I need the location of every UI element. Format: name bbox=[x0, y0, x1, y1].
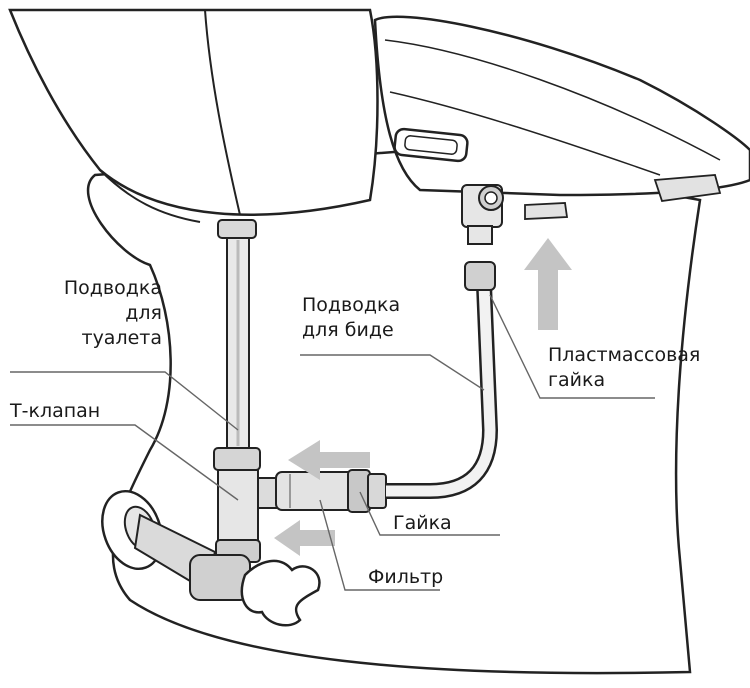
label-bidet-supply-line1: Подводка bbox=[302, 294, 401, 316]
label-toilet-supply-line1: Подводка bbox=[63, 277, 162, 299]
toilet-pedestal bbox=[86, 148, 702, 675]
leader-lines bbox=[10, 294, 655, 591]
label-plastic-nut: Пластмассовая гайка bbox=[548, 343, 700, 393]
arrow-left-bottom bbox=[274, 520, 335, 556]
label-filter: Фильтр bbox=[368, 566, 444, 588]
valve-handle bbox=[240, 559, 321, 627]
arrow-left-top bbox=[288, 440, 370, 480]
flow-arrows bbox=[274, 238, 572, 556]
toilet-supply-pipe bbox=[217, 219, 257, 449]
label-plastic-nut-line2: гайка bbox=[548, 369, 606, 391]
seat-inlet-connector bbox=[461, 184, 504, 245]
label-toilet-supply: Подводка для туалета bbox=[0, 276, 162, 351]
filter-assembly bbox=[275, 469, 387, 513]
label-toilet-supply-line3: туалета bbox=[81, 327, 163, 349]
bidet-seat bbox=[373, 15, 750, 197]
label-bidet-supply: Подводка для биде bbox=[302, 293, 400, 343]
label-nut: Гайка bbox=[393, 512, 452, 534]
label-toilet-supply-line2: для bbox=[125, 302, 162, 324]
toilet-bowl bbox=[8, 8, 379, 216]
angle-valve bbox=[101, 489, 321, 627]
label-plastic-nut-line1: Пластмассовая bbox=[548, 344, 701, 366]
label-t-valve: Т-клапан bbox=[10, 400, 101, 422]
hose-top-nut bbox=[464, 261, 496, 291]
label-bidet-supply-line2: для биде bbox=[302, 319, 394, 341]
arrow-up bbox=[524, 238, 572, 330]
t-valve bbox=[213, 447, 279, 563]
